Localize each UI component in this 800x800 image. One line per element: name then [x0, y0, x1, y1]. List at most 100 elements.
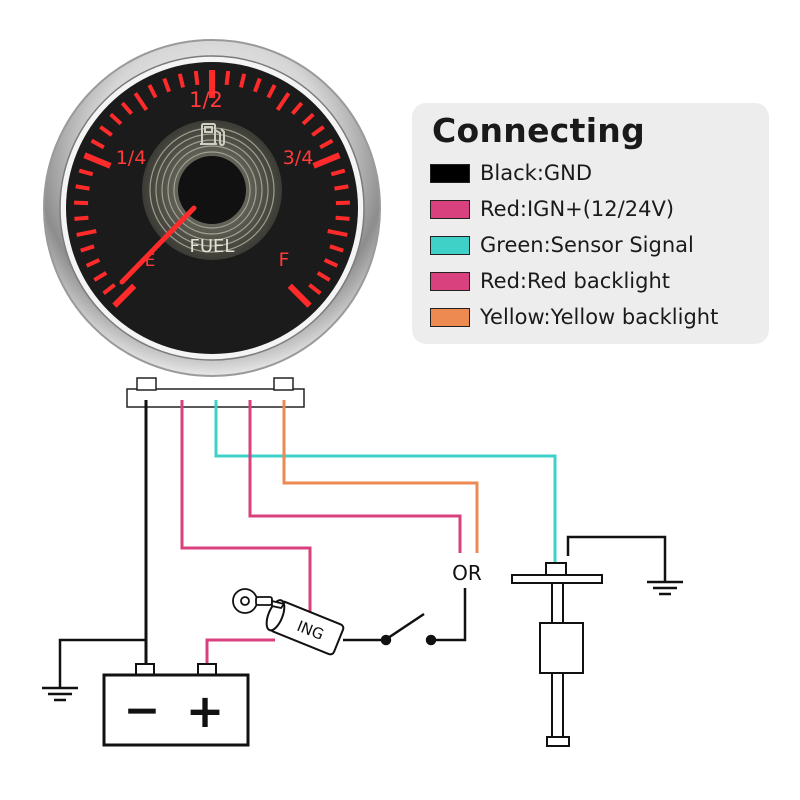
legend-title: Connecting — [432, 111, 646, 150]
battery: − + — [102, 663, 250, 747]
gauge-tick — [323, 258, 339, 268]
gauge-major-tick — [287, 283, 312, 308]
legend-item: Green:Sensor Signal — [430, 227, 769, 263]
legend-swatch — [430, 307, 470, 327]
gauge-tick — [193, 70, 200, 86]
legend-swatch — [430, 163, 470, 183]
gauge-tick — [76, 229, 97, 237]
or-label: OR — [452, 561, 482, 585]
legend-label: Red:IGN+(12/24V) — [480, 197, 675, 221]
scale-label-quarter: 1/4 — [116, 147, 147, 169]
scale-label-three-quarter: 3/4 — [283, 147, 314, 169]
gauge-tick — [177, 73, 185, 88]
ignition-switch: ING — [232, 588, 345, 656]
legend-label: Black:GND — [480, 161, 593, 185]
gauge-tick — [162, 77, 171, 93]
gauge-tick — [308, 283, 322, 296]
fuel-gauge: 1/2 1/4 3/4 E F FUEL — [43, 39, 381, 377]
wires — [58, 400, 667, 688]
gauge-tick — [311, 125, 325, 137]
gauge-tick — [335, 215, 350, 221]
wire-ign-to-battery — [205, 638, 275, 668]
gauge-tick — [266, 84, 277, 99]
gauge-ticks — [74, 70, 350, 308]
ground-symbol-sensor — [647, 580, 683, 596]
gauge-tick — [253, 77, 262, 93]
gauge-tick — [120, 101, 133, 116]
wire-green-sensor — [214, 400, 557, 572]
gauge-tick — [334, 184, 349, 191]
legend-swatch — [430, 235, 470, 255]
gauge-tick — [99, 125, 113, 137]
wire-sensor-ground — [566, 535, 667, 582]
scale-label-half: 1/2 — [189, 88, 223, 112]
sensor-foot — [546, 736, 570, 747]
gauge-tick — [133, 92, 149, 111]
gauge-tick — [102, 283, 116, 296]
legend-item: Yellow:Yellow backlight — [430, 299, 769, 335]
gauge-tick — [74, 200, 89, 206]
legend-item: Red:Red backlight — [430, 263, 769, 299]
gauge-tick — [291, 101, 304, 116]
gauge-tick — [224, 70, 231, 86]
connecting-legend: Connecting Black:GND Red:IGN+(12/24V) Gr… — [412, 103, 769, 344]
legend-item: Red:IGN+(12/24V) — [430, 191, 769, 227]
gauge-tick — [109, 112, 123, 126]
sensor-rod-lower — [551, 672, 564, 738]
battery-body — [102, 673, 250, 747]
legend-item: Black:GND — [430, 155, 769, 191]
gauge-tick — [93, 271, 108, 282]
gauge-tick — [78, 168, 94, 177]
gauge-tick — [239, 73, 247, 88]
gauge-major-tick — [312, 152, 341, 169]
fuel-pump-icon — [200, 123, 225, 147]
ignition-key-icon — [232, 588, 286, 614]
wire-red-backlight — [248, 400, 462, 553]
gauge-needle — [119, 205, 197, 285]
fuel-level-sensor — [511, 562, 603, 747]
legend-label: Green:Sensor Signal — [480, 233, 694, 257]
gauge-tick — [80, 244, 95, 253]
gauge-tick — [301, 112, 315, 126]
legend-swatch — [430, 199, 470, 219]
connector-tab-left — [136, 377, 157, 391]
gauge-major-tick — [112, 283, 137, 308]
wire-battery-ground — [58, 638, 146, 688]
connector — [126, 377, 305, 408]
scale-label-full: F — [279, 249, 290, 271]
sensor-rod-upper — [551, 582, 564, 624]
battery-minus: − — [124, 685, 161, 736]
legend-swatch — [430, 271, 470, 291]
connector-tab-right — [273, 377, 294, 391]
gauge-tick — [75, 184, 90, 191]
legend-label: Yellow:Yellow backlight — [480, 305, 719, 329]
gauge-tick — [316, 271, 331, 282]
gauge-tick — [335, 200, 350, 206]
wire-red-ign — [180, 400, 312, 632]
switch-lever — [387, 612, 425, 640]
scale-label-empty: E — [145, 251, 156, 271]
sensor-float — [539, 622, 584, 674]
gauge-tick — [90, 138, 105, 150]
wire-yellow-backlight — [282, 400, 479, 553]
gauge-tick — [74, 215, 89, 221]
gauge-tick — [275, 92, 291, 111]
gauge-tick — [147, 84, 158, 99]
legend-label: Red:Red backlight — [480, 269, 670, 293]
backlight-switch — [380, 612, 437, 646]
gauge-tick — [319, 138, 334, 150]
gauge-tick — [327, 229, 348, 237]
sensor-head — [545, 562, 567, 576]
switch-terminal-right — [425, 634, 437, 646]
gauge-fuel-label: FUEL — [190, 236, 235, 257]
gauge-tick — [330, 168, 346, 177]
ground-symbol-battery — [42, 686, 78, 702]
gauge-major-tick — [83, 152, 112, 169]
gauge-tick — [329, 244, 344, 253]
battery-plus: + — [186, 684, 225, 738]
wire-switch-to-or — [432, 588, 467, 642]
legend-list: Black:GND Red:IGN+(12/24V) Green:Sensor … — [430, 155, 769, 335]
gauge-tick — [85, 258, 101, 268]
sensor-flange — [511, 574, 603, 584]
